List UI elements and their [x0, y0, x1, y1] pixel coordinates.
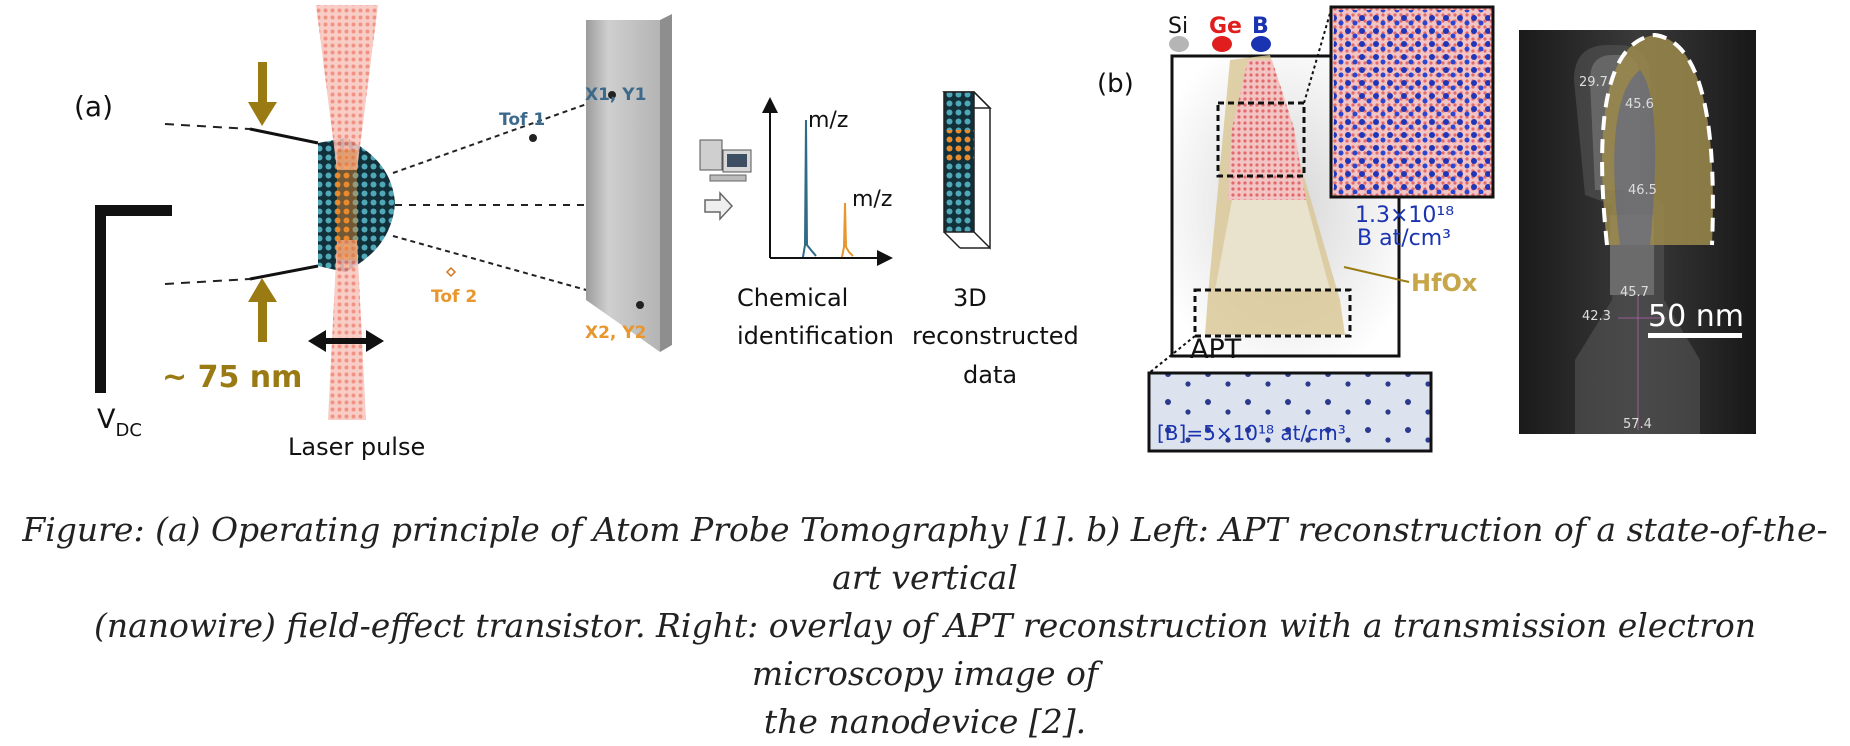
bottom-zoom-inset [1147, 335, 1433, 453]
caption-line-2: (nanowire) field-effect transistor. Righ… [93, 606, 1757, 693]
tem-measure-4: 45.7 [1620, 285, 1649, 300]
tem-measure-3: 46.5 [1628, 183, 1657, 198]
computer-icon [699, 139, 752, 182]
x1y1-label: X1, Y1 [585, 85, 646, 105]
double-arrow [308, 330, 384, 352]
recon-line2: reconstructed [912, 322, 1079, 350]
tof1-label: Tof 1 [499, 110, 545, 130]
conc-top-line1: 1.3×10¹⁸ [1355, 203, 1454, 228]
conc-top-line2: B at/cm³ [1357, 226, 1451, 251]
apt-label: APT [1190, 334, 1242, 365]
laser-beam [316, 5, 378, 420]
caption-line-1: Figure: (a) Operating principle of Atom … [22, 510, 1828, 597]
panel-b-label: (b) [1097, 69, 1134, 99]
legend-ge: Ge [1209, 14, 1242, 39]
reconstructed-volume [942, 91, 992, 250]
figure-caption: Figure: (a) Operating principle of Atom … [0, 506, 1850, 746]
panel-a-label: (a) [74, 90, 113, 123]
tem-measure-1: 29.7 [1579, 75, 1608, 90]
chem-id-line2: identification [737, 322, 894, 350]
legend-b: B [1252, 14, 1269, 39]
tem-measure-6: 57.4 [1623, 417, 1652, 432]
caption-line-3: the nanodevice [2]. [763, 702, 1087, 741]
chem-id-line1: Chemical [737, 284, 848, 312]
mz-label-1: m/z [808, 108, 848, 133]
mass-spectrum [762, 97, 893, 266]
specimen-tip [164, 123, 395, 285]
element-legend: Si Ge B [1168, 14, 1271, 52]
vdc-label: VDC [97, 404, 142, 441]
tof2-label: Tof 2 [431, 287, 477, 307]
apt-reconstruction [1170, 9, 1410, 358]
recon-line1: 3D [953, 284, 987, 312]
compression-arrows [248, 62, 277, 342]
mz-label-2: m/z [852, 187, 892, 212]
detector-plate [586, 14, 672, 352]
hfox-label: HfOx [1411, 269, 1478, 297]
tem-image [1519, 30, 1756, 434]
figure-canvas: (a) VDC ~ 75 nm [74, 5, 1756, 461]
scale-bar-label: 50 nm [1648, 299, 1744, 334]
conc-bottom-label: [B]=5×10¹⁸ at/cm³ [1157, 421, 1346, 445]
laser-label: Laser pulse [288, 433, 425, 461]
ion-trajectories [392, 94, 641, 306]
tem-measure-2: 45.6 [1625, 97, 1654, 112]
panel-a: (a) VDC ~ 75 nm [74, 5, 1079, 461]
vdc-electrode [95, 205, 172, 393]
panel-b: (b) Si Ge B APT HfOx 1.3×10¹⁸ [1097, 5, 1756, 453]
legend-si: Si [1168, 14, 1188, 39]
top-zoom-inset [1329, 5, 1495, 199]
tip-size-label: ~ 75 nm [162, 360, 302, 395]
tem-measure-5: 42.3 [1582, 309, 1611, 324]
x2y2-label: X2, Y2 [585, 323, 646, 343]
recon-line3: data [963, 361, 1017, 389]
right-arrow-icon [704, 191, 734, 221]
